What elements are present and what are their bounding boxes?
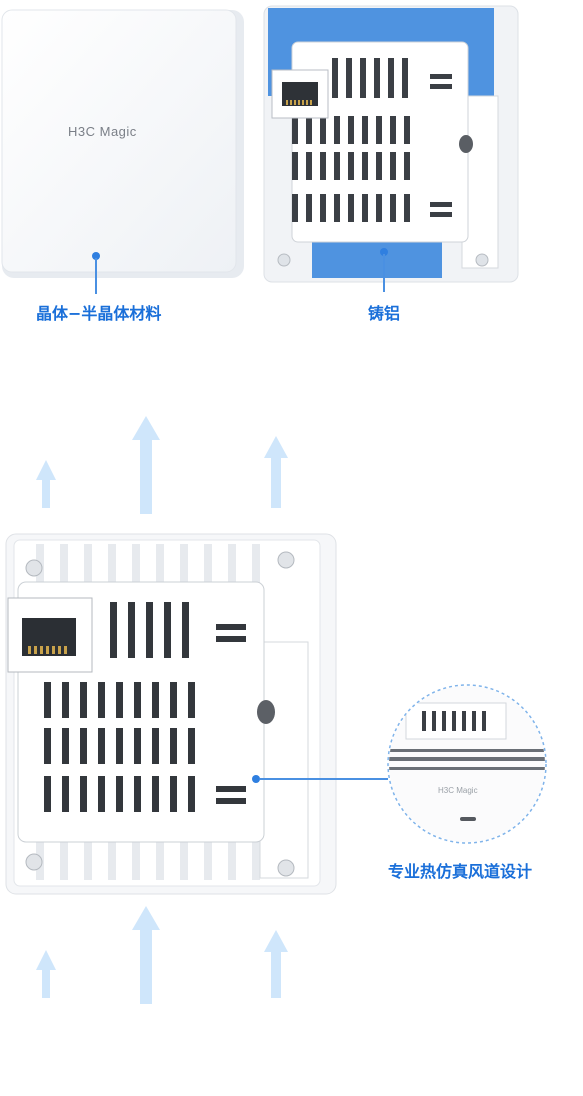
brand-logo: H3C Magic (68, 124, 137, 139)
airflow-arrow-icon (36, 460, 56, 508)
front-material-label: 晶体−半晶体材料 (36, 304, 162, 323)
back-panel-image (262, 4, 520, 286)
callout-line-front (95, 258, 97, 294)
thermal-design-label: 专业热仿真风道设计 (388, 862, 533, 881)
callout-dot-vent (252, 775, 260, 783)
front-panel-image (0, 8, 246, 280)
callout-line-vent (260, 778, 388, 780)
zoom-brand-logo: H3C Magic (438, 786, 478, 795)
back-view-large (4, 532, 338, 898)
airflow-arrows-top (36, 416, 288, 514)
callout-dot-back (380, 248, 388, 256)
airflow-arrow-icon (264, 436, 288, 508)
airflow-arrow-icon (132, 906, 160, 1004)
airflow-arrow-icon (264, 930, 288, 998)
back-material-label: 铸铝 (368, 304, 401, 323)
airflow-arrow-icon (36, 950, 56, 998)
callout-line-back (383, 254, 385, 292)
airflow-arrows-bottom (36, 906, 288, 1004)
zoom-inset (386, 683, 548, 845)
callout-dot-front (92, 252, 100, 260)
airflow-arrow-icon (132, 416, 160, 514)
